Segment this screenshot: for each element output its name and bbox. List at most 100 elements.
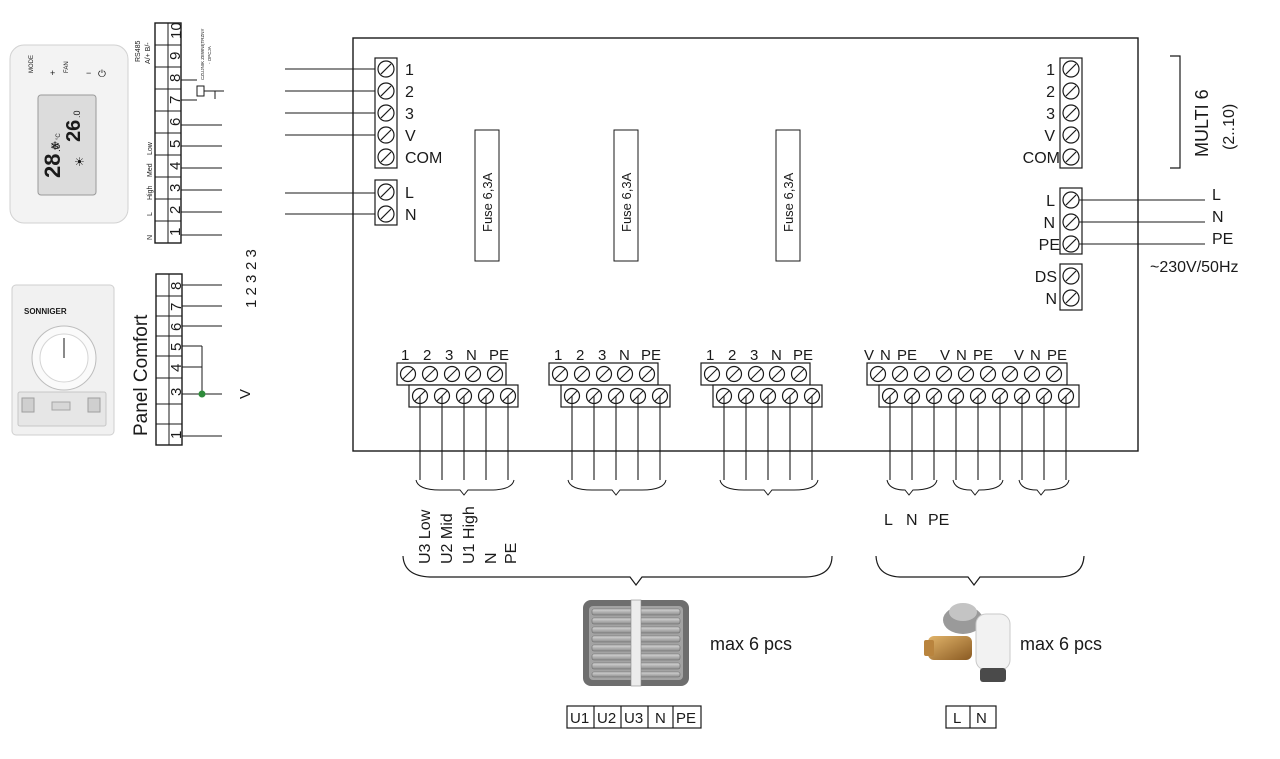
multi-terminal-1: 1 [1046,62,1055,79]
supply-voltage: ~230V/50Hz [1150,259,1239,276]
rs485-polarity-label: A/+ B/- [145,42,152,64]
valve-label-pe: PE [928,512,949,529]
svg-text:PE: PE [793,347,813,364]
thermostat-down-button[interactable]: − [86,68,91,78]
svg-text:N: N [1030,347,1041,364]
svg-text:PE: PE [489,347,509,364]
input-terminal-block: 1 2 3 V COM L N [374,57,442,226]
panel-comfort-thermostat: SONNIGER [11,284,115,436]
valve-group-brace [875,555,1085,586]
thermostat-terminal-1: 1 [167,228,184,236]
supply-terminal-l: L [1046,193,1055,210]
label-u3-low: U3 Low [417,509,434,564]
svg-text:1: 1 [706,347,714,364]
multi-terminal-2: 2 [1046,84,1055,101]
thermostat-terminal-10: 10 [168,22,185,39]
input-terminal-l: L [405,185,414,202]
thermostat-up-button[interactable]: + [50,68,55,78]
digital-thermostat: MODE + FAN − ⏻ 28 .0 °C 26 .0 ❄ ☀ [9,44,129,224]
neutral-label-n: N [147,235,154,240]
fuse-label-3: Fuse 6,3A [781,172,796,232]
svg-text:°C: °C [56,133,62,140]
speed-label-low: Low [147,141,154,155]
valve-actuator-icon [924,603,1011,682]
fan-box-pe: PE [676,710,696,727]
supply-out-pe: PE [1212,231,1233,248]
panel-terminal-6: 6 [168,323,185,331]
fan-wire-labels: U3 Low U2 Mid U1 High N PE [417,506,520,564]
multi-terminal-3: 3 [1046,106,1055,123]
panel-label-1-2-3: 1 2 3 [243,275,260,308]
fan-box-u1: U1 [570,710,589,727]
speed-label-high: High [147,185,154,200]
thermostat-fan-button[interactable]: FAN [64,61,70,73]
label-pe: PE [503,543,520,564]
thermostat-mode-button[interactable]: MODE [29,55,35,73]
fan-group-brace [402,555,833,586]
svg-text:3: 3 [445,347,453,364]
svg-text:PE: PE [897,347,917,364]
supply-terminal-n: N [1043,215,1055,232]
valve-max-quantity: max 6 pcs [1020,634,1102,654]
thermostat-terminal-9: 9 [167,52,184,60]
panel-terminal-1: 1 [168,431,185,439]
fan-box-u2: U2 [597,710,616,727]
svg-text:.0: .0 [72,110,82,118]
panel-label-2-3: 2 3 [243,249,260,270]
svg-text:V: V [864,347,874,364]
multi-range-label: (2..10) [1221,104,1238,150]
fan-output-group-1: 1 2 3 N PE [396,347,519,496]
thermostat-terminal-7: 7 [167,96,184,104]
supply-out-l: L [1212,187,1221,204]
label-u2-mid: U2 Mid [439,513,456,564]
svg-text:N: N [466,347,477,364]
panel-terminal-8: 8 [168,282,185,290]
svg-text:V: V [940,347,950,364]
svg-text:PE: PE [973,347,993,364]
sensor-label: CZUJNIK ZEWNĘTRZNY [200,29,205,81]
input-terminal-1: 1 [405,62,414,79]
supply-terminal-block: L N PE DS N L N PE ~230V/50Hz [1035,187,1239,311]
ds-terminal: DS [1035,269,1057,286]
rs485-label: RS485 [135,40,142,62]
fuses: Fuse 6,3A Fuse 6,3A Fuse 6,3A [474,129,801,262]
fan-heater-unit-icon [583,599,689,687]
svg-text:2: 2 [423,347,431,364]
fan-output-group-3: 1 2 3 N PE [700,347,823,496]
valve-box-l: L [953,710,961,727]
panel-terminal-7: 7 [168,303,185,311]
input-terminal-n: N [405,207,417,224]
panel-title: Panel Comfort [131,314,152,436]
speed-label-med: Med [147,163,154,177]
label-n: N [483,552,500,564]
sensor-option-label: - OPCJA [207,46,212,64]
svg-text:V: V [1014,347,1024,364]
power-icon[interactable]: ⏻ [98,69,106,80]
thermostat-display [37,94,97,196]
multi-terminal-block: 1 2 3 V COM MULTI 6 (2..10) [1023,55,1238,169]
input-wires [285,68,375,215]
fan-connection-box: U1 U2 U3 N PE [566,705,702,729]
valve-label-n: N [906,512,918,529]
valve-connection-box: L N [945,705,997,729]
thermostat-terminal-2: 2 [167,206,184,214]
panel-terminal-block: 8 7 6 5 4 3 1 Panel Comfort 2 3 1 2 3 V [131,249,260,446]
mode-switch[interactable] [21,397,35,413]
valve-output-groups: V N PE V N PE V N PE [864,347,1080,496]
input-terminal-v: V [405,128,416,145]
fuse-label-1: Fuse 6,3A [480,172,495,232]
svg-text:1: 1 [401,347,409,364]
input-terminal-2: 2 [405,84,414,101]
fan-output-group-2: 1 2 3 N PE [548,347,671,496]
svg-text:N: N [956,347,967,364]
thermostat-terminal-block: 10 9 8 7 6 5 4 3 2 1 RS485 A/+ B/- Low M… [135,22,224,244]
input-terminal-com: COM [405,150,442,167]
multi-label: MULTI 6 [1192,89,1212,157]
thermostat-terminal-8: 8 [167,74,184,82]
fan-switch[interactable] [87,397,101,413]
fan-box-n: N [655,710,666,727]
svg-text:N: N [619,347,630,364]
room-temperature: 28 [40,154,65,178]
thermostat-terminal-4: 4 [167,162,184,170]
